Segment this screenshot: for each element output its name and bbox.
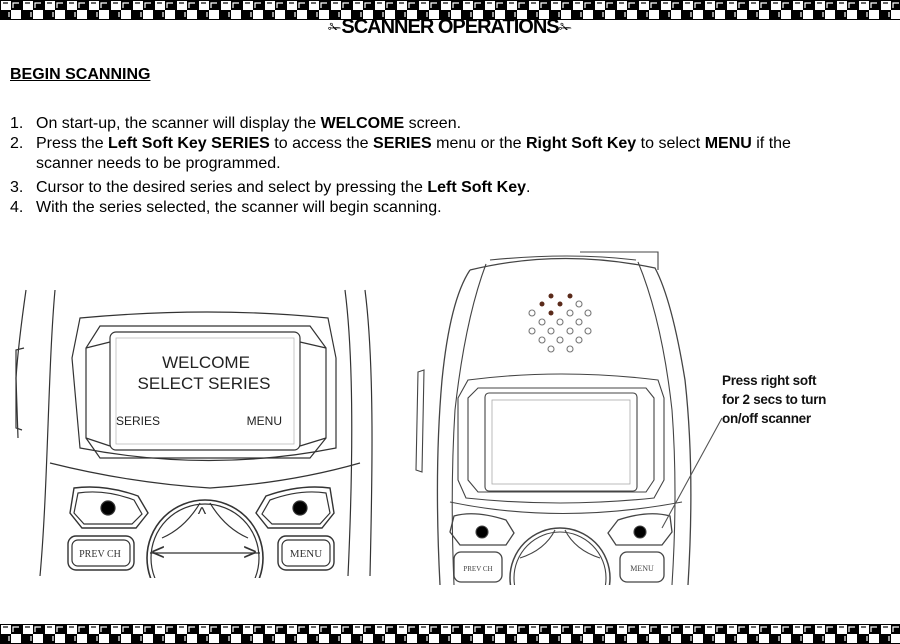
step-number: 3. <box>10 179 24 196</box>
svg-text:MENU: MENU <box>630 564 654 573</box>
instruction-step: 3. Cursor to the desired series and sele… <box>10 178 870 198</box>
step-number: 1. <box>10 115 24 132</box>
right-soft-key-callout: Press right soft for 2 secs to turn on/o… <box>722 371 826 428</box>
svg-text:SELECT SERIES: SELECT SERIES <box>138 374 271 393</box>
svg-text:^: ^ <box>198 504 207 524</box>
scanner-welcome-illustration: WELCOME SELECT SERIES SERIES MENU PREV C… <box>10 288 390 617</box>
instruction-step: 1. On start-up, the scanner will display… <box>10 114 870 134</box>
checkered-border-pattern <box>0 624 900 644</box>
pennant-flag-icon: ✁ <box>558 20 573 37</box>
page-title-text: SCANNER OPERATIONS <box>341 16 559 38</box>
speaker-grille-icon <box>528 293 592 353</box>
instruction-list: 1. On start-up, the scanner will display… <box>10 114 870 218</box>
svg-text:MENU: MENU <box>247 414 282 428</box>
svg-text:MENU: MENU <box>290 548 322 560</box>
section-heading: BEGIN SCANNING <box>10 66 151 83</box>
step-text: On start-up, the scanner will display th… <box>36 115 462 132</box>
page-title: ✁SCANNER OPERATIONS✁ <box>0 15 900 41</box>
pennant-flag-icon: ✁ <box>327 20 342 37</box>
scanner-front-illustration: PREV CH MENU <box>410 240 890 629</box>
step-text: Cursor to the desired series and select … <box>36 179 531 196</box>
step-text: With the series selected, the scanner wi… <box>36 199 442 216</box>
svg-text:WELCOME: WELCOME <box>162 353 250 372</box>
callout-line: on/off scanner <box>722 411 811 426</box>
callout-line: Press right soft <box>722 373 817 388</box>
instruction-step: 2. Press the Left Soft Key SERIES to acc… <box>10 134 870 174</box>
svg-text:>: > <box>243 539 257 566</box>
checkered-border-pattern <box>0 0 900 20</box>
svg-text:<: < <box>151 539 165 566</box>
bottom-checkered-border <box>0 624 900 644</box>
instruction-step: 4. With the series selected, the scanner… <box>10 198 870 218</box>
svg-text:PREV CH: PREV CH <box>463 565 492 573</box>
step-text: Press the Left Soft Key SERIES to access… <box>36 135 791 172</box>
svg-text:PREV CH: PREV CH <box>79 549 121 560</box>
step-number: 4. <box>10 199 24 216</box>
callout-line: for 2 secs to turn <box>722 392 827 407</box>
svg-text:SERIES: SERIES <box>116 414 160 428</box>
top-checkered-border <box>0 0 900 20</box>
step-number: 2. <box>10 135 24 152</box>
